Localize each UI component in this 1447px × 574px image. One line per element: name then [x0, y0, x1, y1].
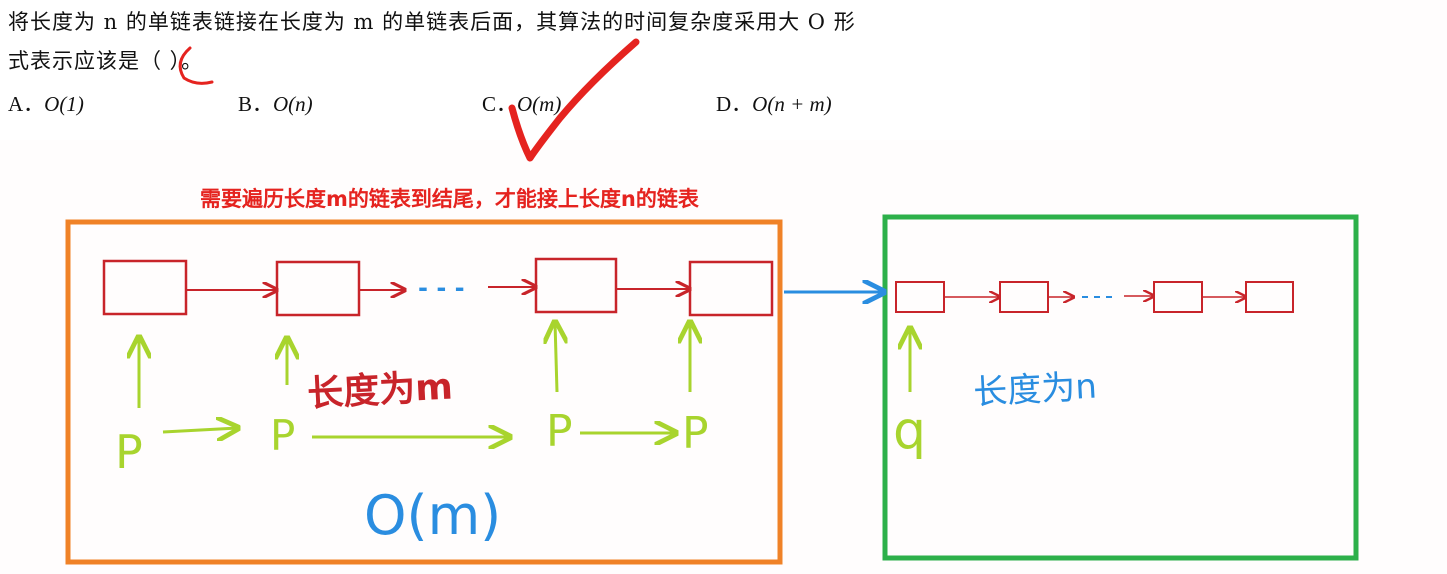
list-node [999, 281, 1049, 313]
pointer-arrow [555, 322, 557, 393]
move-arrow [162, 428, 238, 432]
pointer-label-p: P [682, 408, 709, 459]
option-b-letter: B． [238, 92, 274, 116]
list-node [1153, 281, 1203, 313]
option-d-letter: D． [716, 92, 753, 116]
pointer-label-p: P [115, 425, 143, 479]
left-length-label: 长度为m [306, 366, 453, 415]
pointer-label-q: q [893, 401, 926, 461]
list-node [275, 260, 361, 317]
left-list-frame [65, 219, 783, 565]
answer-bracket-mark [178, 46, 214, 85]
option-b-text: O(n) [273, 92, 313, 116]
option-a-text: O(1) [44, 92, 84, 116]
option-c: C．O(m) [482, 88, 561, 118]
option-a: A．O(1) [8, 88, 84, 118]
pointer-moves [162, 428, 676, 437]
list-node [688, 260, 774, 317]
pointer-label-p: P [546, 406, 573, 457]
list-node [102, 259, 188, 316]
option-d: D．O(n + m) [716, 88, 832, 118]
option-c-text: O(m) [517, 92, 562, 116]
pointer-label-p: P [270, 411, 295, 460]
ellipsis: - - - [418, 274, 465, 302]
question-line-1: 将长度为 n 的单链表链接在长度为 m 的单链表后面，其算法的时间复杂度采用大 … [8, 10, 856, 34]
option-a-letter: A． [8, 92, 45, 116]
pointer-up-arrows [139, 322, 910, 408]
option-d-text: O(n + m) [752, 92, 832, 116]
left-list: - - - [102, 257, 774, 317]
list-node [895, 281, 945, 313]
annotation-note: 需要遍历长度m的链表到结尾，才能接上长度n的链表 [200, 187, 699, 211]
option-b: B．O(n) [238, 88, 313, 118]
right-length-label: 长度为n [972, 367, 1097, 413]
check-mark-icon [508, 38, 640, 162]
question-line-2: 式表示应该是（ ）。 [8, 49, 204, 73]
list-node [1245, 281, 1294, 313]
complexity-label: O(m) [364, 484, 501, 547]
right-list-frame [882, 214, 1359, 561]
right-list [895, 281, 1294, 313]
list-node [534, 257, 618, 314]
